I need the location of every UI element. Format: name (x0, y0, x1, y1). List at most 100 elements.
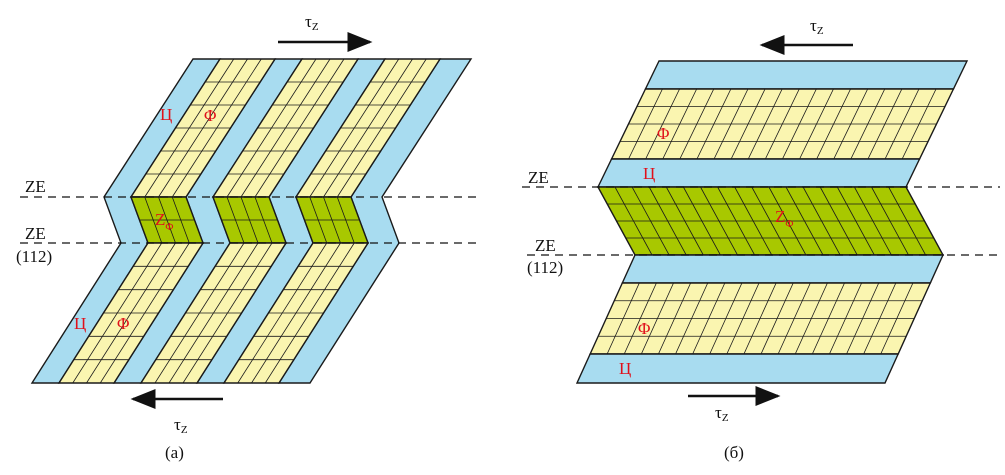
grid-column-line (709, 282, 743, 355)
grid-column-line (863, 282, 897, 355)
grid-column-line (777, 282, 811, 355)
panel-b-ze-lower-label: ZE (535, 236, 556, 255)
grid-column-line (240, 58, 331, 198)
grid-column-line (144, 58, 235, 198)
grid-column-line (171, 196, 190, 244)
grid-column-line (665, 186, 704, 256)
grid-column-line (888, 186, 926, 256)
grid-column-line (700, 186, 738, 256)
grid-column-line (782, 88, 817, 160)
grid-column-line (171, 58, 262, 198)
panel-b-tau-top: τZ (810, 16, 824, 37)
panel-b-phase-label-top: Φ (657, 124, 669, 143)
panel-a-interlayer-label-top: Ц (160, 105, 172, 124)
grid-column-line (336, 58, 427, 198)
panel-a-zone-label: ZΦ (155, 210, 173, 233)
panel-a-tau-top: τZ (305, 12, 319, 33)
grid-column-line (168, 242, 259, 384)
grid-column-line (154, 242, 245, 384)
grid-column-line (254, 58, 345, 198)
grid-column-line (854, 186, 892, 256)
grid-column-line (760, 282, 794, 355)
grid-column-line (901, 88, 937, 160)
grid-column-line (683, 186, 721, 256)
interlayer-band (621, 254, 945, 284)
grid-column-line (323, 196, 341, 244)
panel-b-structure (575, 60, 969, 384)
grid-column-line (309, 58, 400, 198)
grid-column-line (794, 282, 828, 355)
grid-column-line (747, 88, 783, 160)
grid-column-line (158, 58, 248, 198)
grid-column-line (799, 88, 834, 160)
grid-column-line (850, 88, 886, 160)
grid-column-line (802, 186, 841, 256)
grid-column-line (648, 186, 687, 256)
panel-b-phase-label-bottom: Φ (638, 319, 650, 338)
grid-column-line (833, 88, 869, 160)
grid-column-line (264, 242, 355, 384)
grid-column-line (628, 88, 663, 160)
grid-column-line (254, 196, 273, 244)
grid-column-line (743, 282, 777, 355)
grid-column-line (836, 186, 875, 256)
grid-column-line (662, 88, 698, 160)
panel-a-phase-label-top: Φ (204, 106, 216, 125)
grid-column-line (640, 282, 674, 355)
grid-column-line (623, 282, 657, 355)
grid-column-line (867, 88, 903, 160)
grid-column-line (692, 282, 726, 355)
grid-column-line (811, 282, 845, 355)
grid-column-line (679, 88, 715, 160)
panel-b-ze-upper-label: ZE (528, 168, 549, 187)
panel-a-tau-bottom: τZ (174, 415, 188, 436)
grid-column-line (730, 88, 766, 160)
grid-column-line (614, 186, 653, 256)
grid-column-line (675, 282, 709, 355)
grid-column-line (764, 88, 800, 160)
grid-column-line (871, 186, 909, 256)
grid-column-line (768, 186, 807, 256)
grid-column-line (336, 196, 355, 244)
panel-a-phase-label-bottom: Φ (117, 314, 129, 333)
grid-column-line (226, 196, 245, 244)
grid-column-line (734, 186, 773, 256)
grid-column-line (751, 186, 790, 256)
grid-column-line (713, 88, 749, 160)
panel-a-ze-lower-label: ZE (25, 224, 46, 243)
grid-column-line (182, 242, 273, 384)
panel-b-caption: (б) (724, 443, 744, 462)
panel-b-zone-label: ZΦ (775, 207, 793, 230)
panel-b-interlayer-label-top: Ц (643, 164, 655, 183)
grid-column-line (158, 196, 176, 244)
grid-column-line (309, 196, 328, 244)
grid-column-line (816, 88, 851, 160)
grid-column-line (240, 196, 259, 244)
grid-column-line (658, 282, 691, 355)
grid-column-line (631, 186, 670, 256)
panel-b-tau-bottom: τZ (715, 403, 729, 424)
panel-a-plane-label: (112) (16, 247, 52, 266)
panel-b-interlayer-label-bottom: Ц (619, 359, 631, 378)
panel-b-plane-label: (112) (527, 258, 563, 277)
grid-column-line (696, 88, 732, 160)
panel-a-caption: (а) (165, 443, 184, 462)
grid-column-line (785, 186, 824, 256)
grid-column-line (86, 242, 176, 384)
grid-column-line (819, 186, 858, 256)
grid-column-line (846, 282, 880, 355)
panel-a-structure (30, 58, 473, 384)
grid-column-line (884, 88, 920, 160)
interlayer-band (644, 60, 969, 90)
grid-column-line (880, 282, 914, 355)
grid-column-line (645, 88, 680, 160)
grid-column-line (323, 58, 413, 198)
grid-column-line (226, 58, 317, 198)
grid-column-line (717, 186, 755, 256)
interlayer-band (575, 353, 900, 384)
grid-column-line (251, 242, 341, 384)
panel-a-ze-upper-label: ZE (25, 177, 46, 196)
grid-column-line (144, 196, 163, 244)
grid-column-line (237, 242, 328, 384)
